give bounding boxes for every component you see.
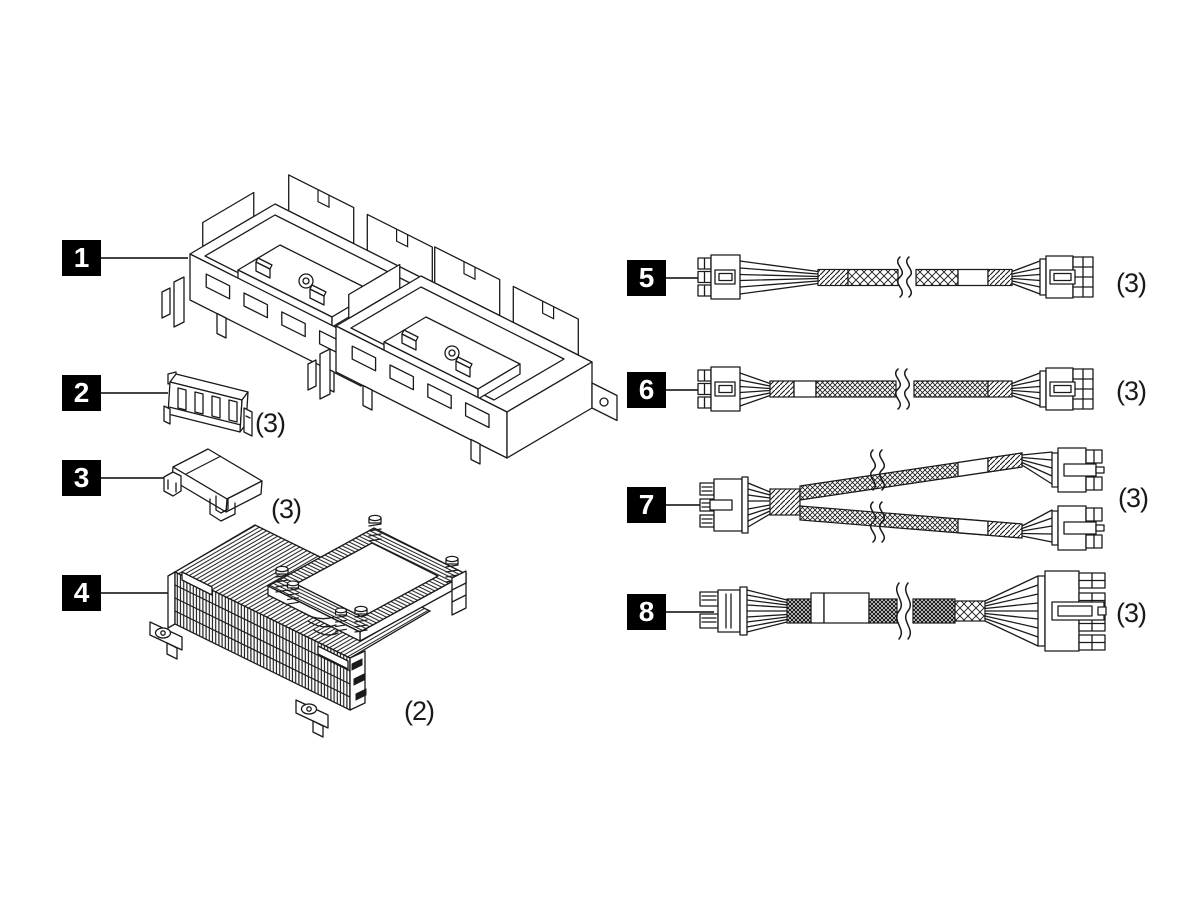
quantity-part-3: (3) [271,494,302,524]
quantity-part-4: (2) [404,696,435,726]
callout-3: 3 [62,460,101,496]
callout-1: 1 [62,240,101,276]
part-7-cable-illustration [699,447,1105,551]
part-4-heatsink-illustration [149,514,468,738]
callout-7: 7 [627,487,666,523]
part-8-cable-illustration [699,570,1107,652]
part-5-cable-illustration [697,254,1094,300]
callout-5: 5 [627,260,666,296]
quantity-part-8: (3) [1116,598,1147,628]
quantity-part-7: (3) [1118,483,1149,513]
callout-8: 8 [627,594,666,630]
callout-2: 2 [62,375,101,411]
quantity-part-6: (3) [1116,376,1147,406]
part-2-retention-clip-illustration [163,371,253,437]
quantity-part-2: (3) [255,408,286,438]
part-6-cable-illustration [697,366,1094,412]
part-3-cover-bracket-illustration [163,448,263,522]
callout-4: 4 [62,575,101,611]
callout-6: 6 [627,372,666,408]
quantity-part-5: (3) [1116,268,1147,298]
leader-lines [100,257,722,613]
